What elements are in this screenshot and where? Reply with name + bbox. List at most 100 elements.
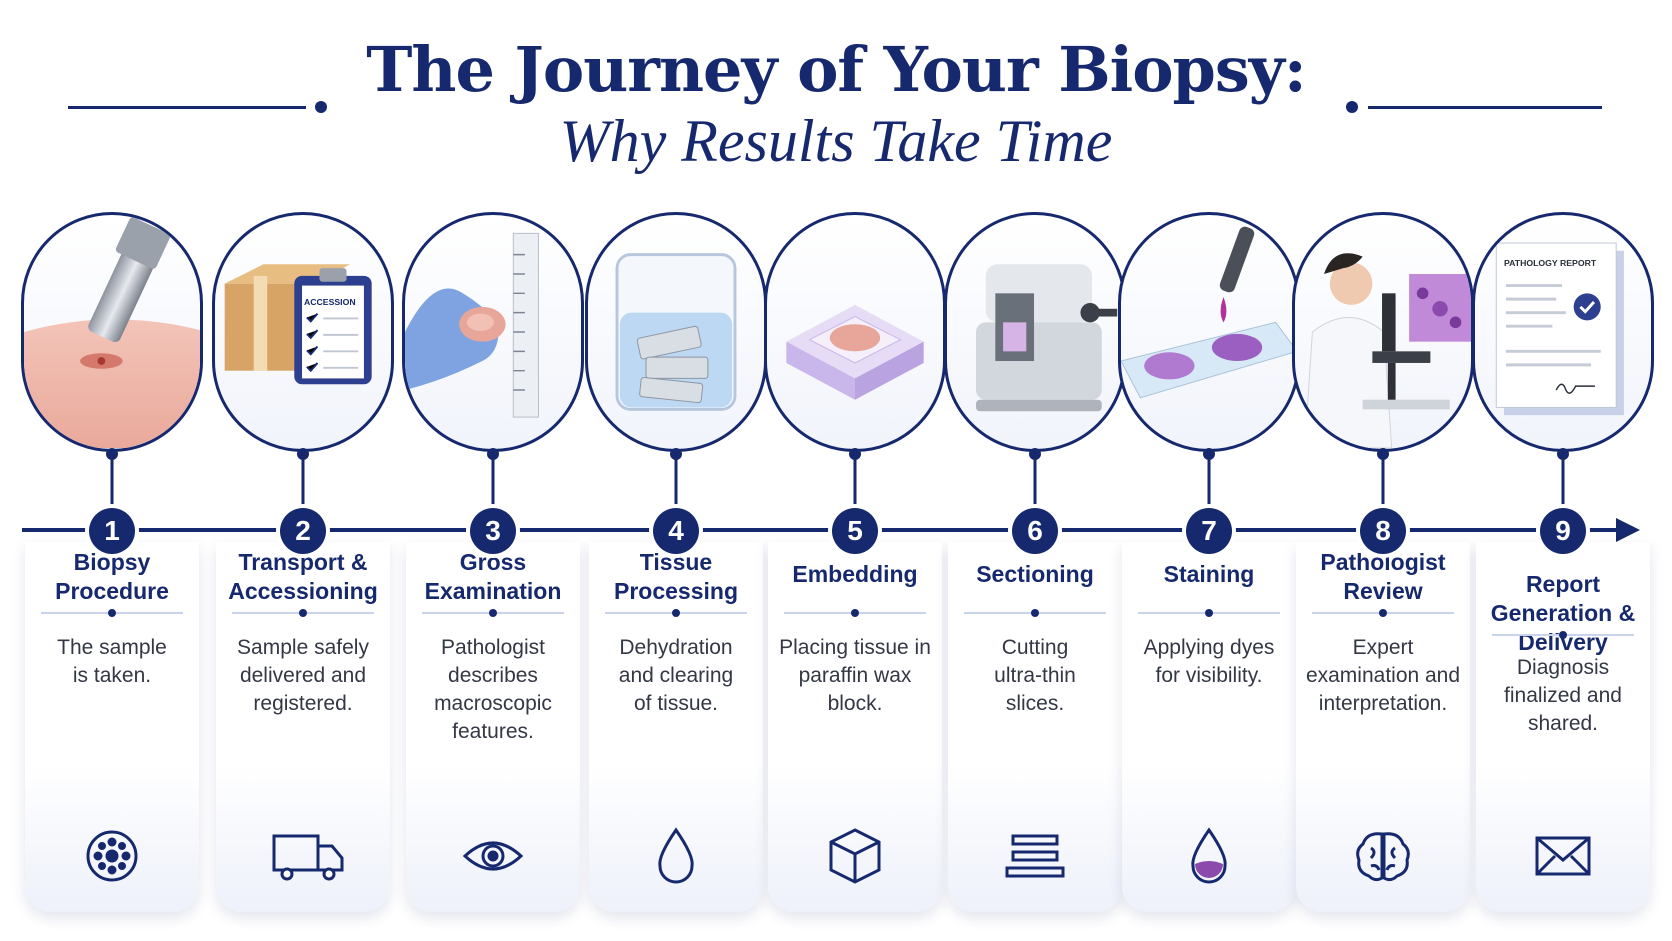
step-connector [491, 452, 495, 510]
timeline-arrow-icon [1616, 518, 1640, 542]
step-desc-line: for visibility. [1155, 664, 1263, 687]
step-desc-line: Placing tissue in [779, 636, 931, 659]
step-description: Placing tissue in paraffin wax block. [774, 634, 936, 718]
step-title-line: Staining [1163, 561, 1255, 587]
step-divider [784, 609, 926, 617]
step-connector-dot [297, 448, 309, 460]
step-connector-dot [106, 448, 118, 460]
step-desc-line: Cutting [1001, 636, 1069, 659]
step-connector-dot [670, 448, 682, 460]
step-desc-line: and clearing [618, 664, 734, 687]
step-divider [41, 609, 183, 617]
step-number: 6 [1012, 508, 1058, 554]
step-desc-line: Dehydration [619, 636, 733, 659]
step-number: 2 [280, 508, 326, 554]
step-title-line: Examination [424, 578, 562, 604]
step-desc-line: delivered and [239, 664, 367, 687]
step-card: Sectioning Cutting ultra-thin slices. [948, 542, 1122, 912]
step-desc-line: finalized and [1504, 684, 1622, 707]
step-connector [301, 452, 305, 510]
step-5: Embedding Placing tissue in paraffin wax b… [764, 0, 946, 941]
step-desc-line: Expert [1352, 636, 1414, 659]
svg-text:PATHOLOGY REPORT: PATHOLOGY REPORT [1504, 258, 1597, 268]
step-connector-dot [487, 448, 499, 460]
svg-text:ACCESSION: ACCESSION [304, 297, 356, 307]
step-desc-line: Sample safely [237, 636, 369, 659]
step-divider [1492, 631, 1634, 639]
step-connector-dot [1203, 448, 1215, 460]
step-title: Embedding [768, 560, 942, 589]
step-title-line: Generation & [1490, 600, 1636, 626]
step-desc-line: paraffin wax [798, 664, 912, 687]
title-rule-left [68, 106, 306, 109]
step-title-line: Sectioning [976, 561, 1094, 587]
step-connector [1381, 452, 1385, 510]
step-divider-dot [108, 609, 116, 617]
step-desc-line: interpretation. [1318, 692, 1448, 715]
step-connector [1207, 452, 1211, 510]
step-divider-dot [489, 609, 497, 617]
step-desc-line: Pathologist [441, 636, 545, 659]
step-card: Transport &Accessioning Sample safely del… [216, 542, 390, 912]
step-connector-dot [1029, 448, 1041, 460]
step-description: Applying dyes for visibility. [1128, 634, 1290, 690]
step-illustration: ACCESSION [212, 212, 394, 452]
slices-icon [1003, 824, 1067, 888]
step-illustration [585, 212, 767, 452]
step-title: Staining [1122, 560, 1296, 589]
step-divider-dot [1559, 631, 1567, 639]
dye-drop-icon [1177, 824, 1241, 888]
step-card: Staining Applying dyes for visibility. [1122, 542, 1296, 912]
cell-icon [80, 824, 144, 888]
step-desc-line: slices. [1005, 692, 1065, 715]
step-desc-line: describes [448, 664, 538, 687]
step-desc-line: The sample [57, 636, 167, 659]
cube-icon [823, 824, 887, 888]
step-divider [605, 609, 747, 617]
envelope-icon [1531, 824, 1595, 888]
step-illustration [21, 212, 203, 452]
step-desc-line: shared. [1527, 712, 1599, 735]
step-desc-line: Diagnosis [1516, 656, 1610, 679]
step-desc-line: Applying dyes [1143, 636, 1275, 659]
step-6: Sectioning Cutting ultra-thin slices. 6 [944, 0, 1126, 941]
step-title-line: Embedding [792, 561, 918, 587]
step-desc-line: registered. [253, 692, 353, 715]
brain-icon [1351, 824, 1415, 888]
step-number: 8 [1360, 508, 1406, 554]
step-desc-line: block. [827, 692, 883, 715]
eye-icon [461, 824, 525, 888]
step-connector-dot [849, 448, 861, 460]
step-divider-dot [1205, 609, 1213, 617]
step-connector [1033, 452, 1037, 510]
step-connector-dot [1377, 448, 1389, 460]
step-number: 1 [89, 508, 135, 554]
page-title: The Journey of Your Biopsy: [366, 33, 1306, 106]
step-illustration [1292, 212, 1474, 452]
header: The Journey of Your Biopsy: Why Results … [0, 30, 1672, 174]
step-desc-line: ultra-thin [994, 664, 1076, 687]
step-connector [110, 452, 114, 510]
step-title: Transport &Accessioning [216, 548, 390, 606]
step-illustration [764, 212, 946, 452]
step-title-line: Accessioning [228, 578, 378, 604]
step-2: ACCESSION Transport &Accessioning Sample… [212, 0, 394, 941]
step-desc-line: macroscopic [434, 692, 552, 715]
step-divider [422, 609, 564, 617]
drop-icon [644, 824, 708, 888]
step-number: 5 [832, 508, 878, 554]
step-divider [964, 609, 1106, 617]
step-divider-dot [851, 609, 859, 617]
